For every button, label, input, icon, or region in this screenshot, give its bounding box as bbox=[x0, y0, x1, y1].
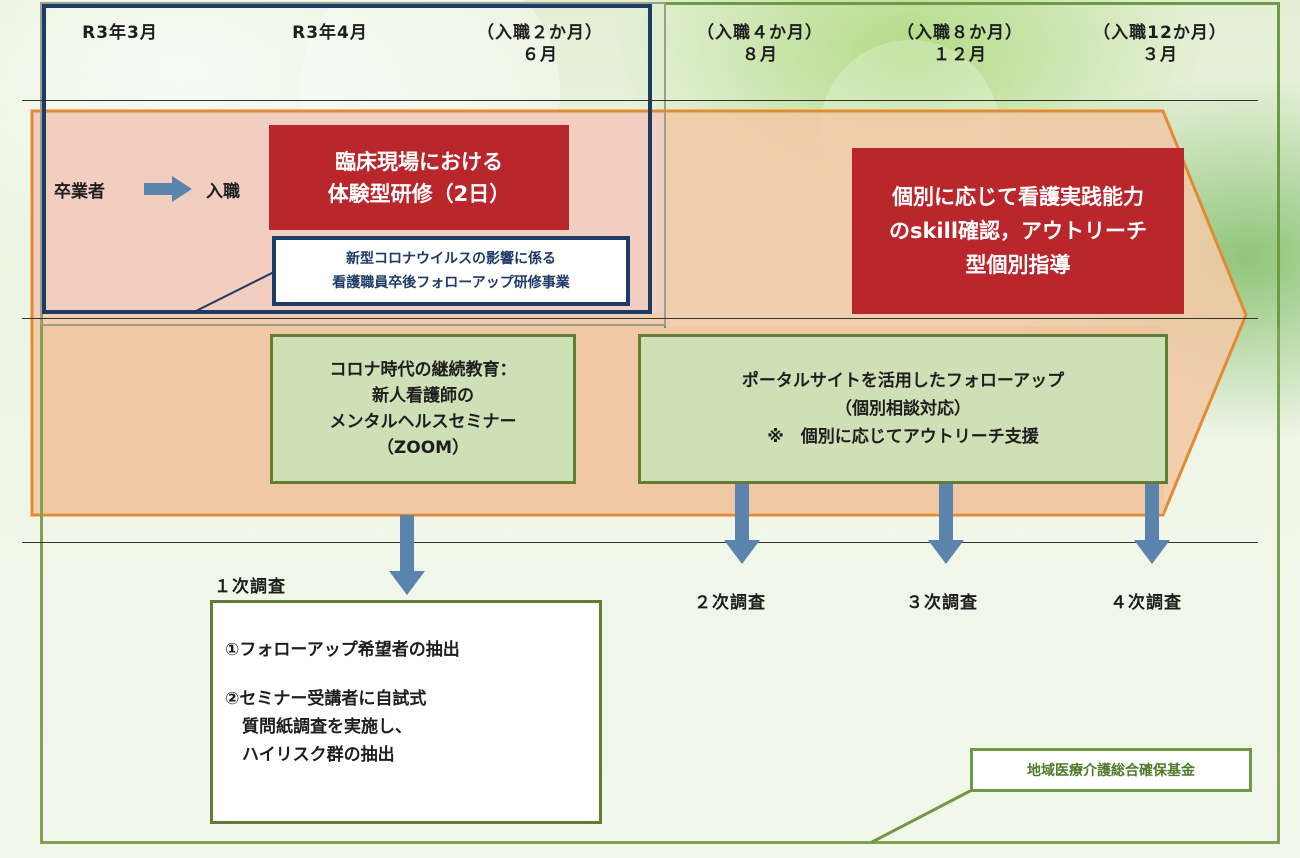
survey-item-followup: ①フォローアップ希望者の抽出 bbox=[225, 640, 460, 660]
fund-callout: 地域医療介護総合確保基金 bbox=[970, 748, 1252, 792]
column-august: （入職４か月） ８月 bbox=[660, 22, 860, 66]
first-survey-label: １次調査 bbox=[214, 577, 286, 597]
column-month: ６月 bbox=[522, 45, 558, 65]
down-arrow-icon bbox=[928, 484, 964, 564]
overall-frame bbox=[40, 2, 1280, 844]
column-subtitle: （入職12か月） bbox=[1093, 23, 1227, 43]
clinical-training-box: 臨床現場における 体験型研修（2日） bbox=[269, 125, 569, 230]
mental-health-seminar-box: コロナ時代の継続教育： 新人看護師の メンタルヘルスセミナー （ZOOM） bbox=[270, 334, 576, 484]
band-divider bbox=[22, 318, 1258, 319]
column-r3-april: R3年4月 bbox=[260, 22, 400, 44]
column-subtitle: （入職８か月） bbox=[897, 23, 1023, 43]
employment-label: 入職 bbox=[206, 182, 240, 202]
column-june: （入職２か月） ６月 bbox=[440, 22, 640, 66]
column-month: R3年4月 bbox=[292, 23, 368, 43]
survey-item-questionnaire: ②セミナー受講者に自試式 質問紙調査を実施し、 ハイリスク群の抽出 bbox=[225, 689, 427, 765]
column-month: ３月 bbox=[1142, 45, 1178, 65]
down-arrow-icon bbox=[724, 484, 760, 564]
down-arrow-icon bbox=[1134, 484, 1170, 564]
column-month: R3年3月 bbox=[82, 23, 158, 43]
callout-pointer bbox=[195, 270, 277, 312]
down-arrow-icon bbox=[389, 515, 425, 595]
second-survey-label: ２次調査 bbox=[694, 593, 766, 613]
portal-followup-box: ポータルサイトを活用したフォローアップ （個別相談対応） ※ 個別に応じてアウト… bbox=[638, 334, 1168, 484]
right-arrow-icon bbox=[144, 176, 192, 202]
column-december: （入職８か月） １２月 bbox=[860, 22, 1060, 66]
graduate-label: 卒業者 bbox=[54, 182, 105, 202]
column-month: １２月 bbox=[933, 45, 987, 65]
column-march: （入職12か月） ３月 bbox=[1060, 22, 1260, 66]
header-divider bbox=[22, 100, 1258, 101]
fund-callout-pointer bbox=[871, 788, 973, 844]
column-subtitle: （入職２か月） bbox=[477, 23, 603, 43]
survey-divider bbox=[22, 542, 1258, 543]
fourth-survey-label: ４次調査 bbox=[1110, 593, 1182, 613]
corona-project-callout: 新型コロナウイルスの影響に係る 看護職員卒後フォローアップ研修事業 bbox=[272, 236, 630, 306]
column-subtitle: （入職４か月） bbox=[697, 23, 823, 43]
outreach-box: 個別に応じて看護実践能力 のskill確認，アウトリーチ 型個別指導 bbox=[852, 148, 1184, 314]
third-survey-label: ３次調査 bbox=[906, 593, 978, 613]
column-month: ８月 bbox=[742, 45, 778, 65]
corona-project-frame bbox=[42, 4, 652, 314]
early-period-frame bbox=[40, 2, 666, 326]
column-r3-march: R3年3月 bbox=[50, 22, 190, 44]
first-survey-detail-box: ①フォローアップ希望者の抽出 ②セミナー受講者に自試式 質問紙調査を実施し、 ハ… bbox=[210, 600, 602, 824]
